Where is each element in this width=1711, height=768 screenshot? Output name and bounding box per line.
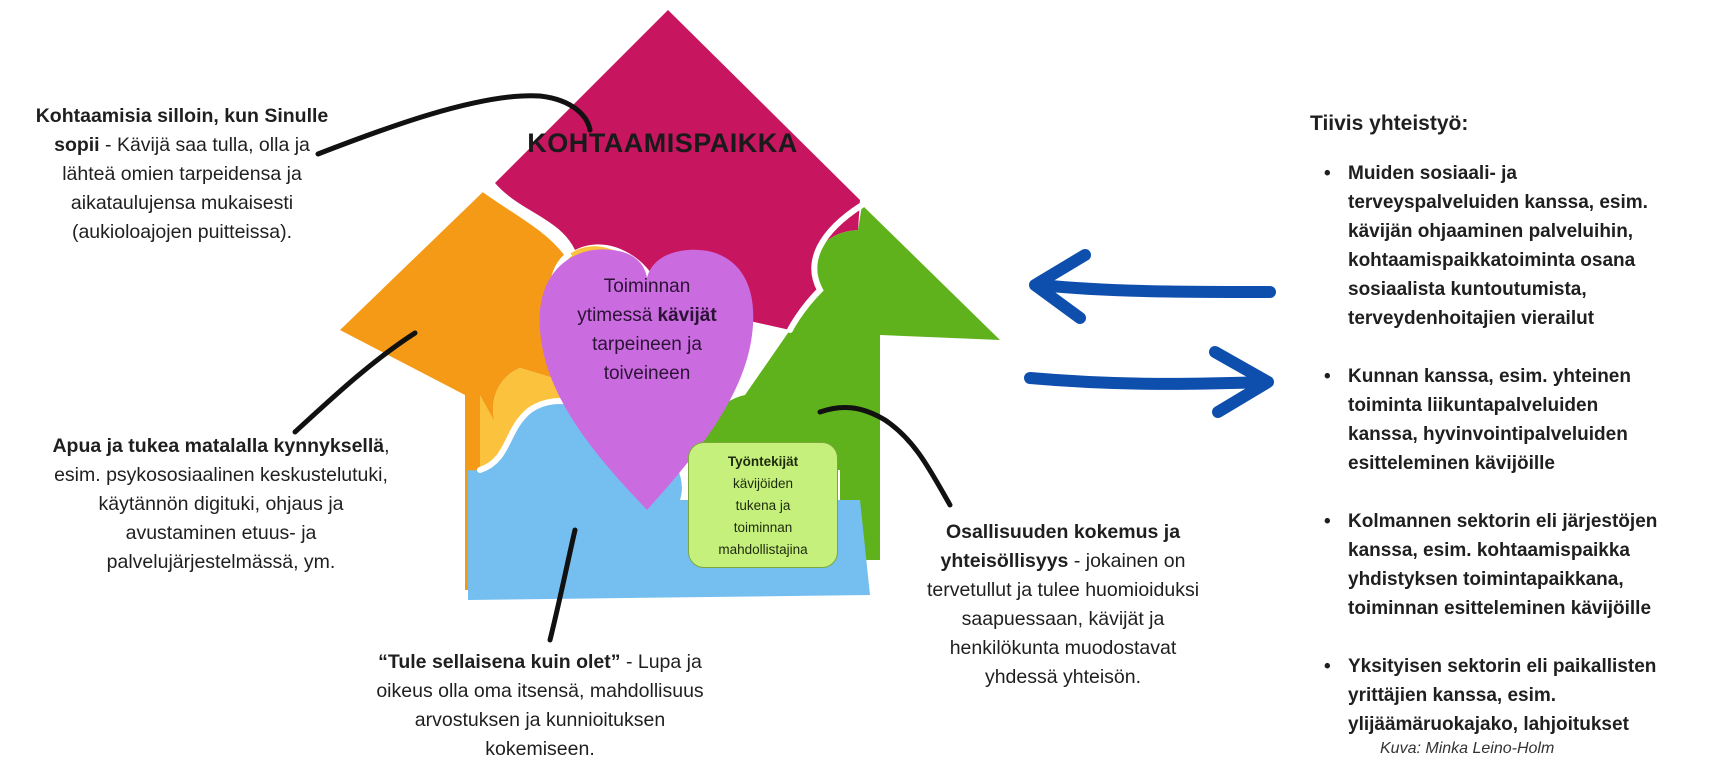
callout-right-line4: saapuessaan, kävijät ja (961, 608, 1165, 630)
workers-bold: Työntekijät (727, 454, 799, 469)
workers-box: Työntekijät kävijöiden tukena ja toiminn… (688, 442, 838, 568)
callout-bottom: “Tule sellaisena kuin olet” - Lupa ja oi… (340, 648, 740, 764)
callout-mid-left-line4: avustaminen etuus- ja (125, 522, 317, 544)
callout-top-left-line3: lähteä omien tarpeidensa ja (62, 163, 302, 185)
callout-mid-left-rest: , (384, 435, 390, 457)
callout-mid-left-line3: käytännön digituki, ohjaus ja (98, 493, 344, 515)
callout-mid-left-line2: esim. psykososiaalinen keskustelutuki, (54, 464, 388, 486)
workers-line4: mahdollistajina (718, 542, 808, 557)
connector-top-left (315, 93, 593, 157)
callout-bottom-line4: kokemiseen. (485, 738, 595, 760)
callout-bottom-line3: arvostuksen ja kunnioituksen (414, 709, 666, 731)
cooperation-list: • Muiden sosiaali- ja terveyspalveluiden… (1310, 159, 1705, 739)
callout-right-bold-a: Osallisuuden kokemus ja (945, 521, 1181, 543)
callout-bottom-rest: - Lupa ja (620, 651, 702, 673)
item-line: kävijän ohjaaminen palveluihin, (1348, 221, 1634, 242)
item-line: terveyspalveluiden kanssa, esim. (1348, 192, 1648, 213)
cooperation-item: • Kunnan kanssa, esim. yhteinen toiminta… (1310, 362, 1705, 478)
house-title: KOHTAAMISPAIKKA (527, 128, 798, 158)
callout-top-left-rest: - Kävijä saa tulla, olla ja (99, 134, 310, 156)
cooperation-section: Tiivis yhteistyö: • Muiden sosiaali- ja … (1310, 112, 1705, 768)
connector-right (817, 405, 953, 508)
connector-bottom (547, 527, 578, 643)
item-line: toiminnan esitteleminen kävijöille (1348, 598, 1652, 619)
cooperation-item: • Muiden sosiaali- ja terveyspalveluiden… (1310, 159, 1705, 333)
workers-line1: kävijöiden (732, 476, 794, 491)
callout-mid-left-bold: Apua ja tukea matalalla kynnyksellä (52, 435, 385, 457)
callout-right-bold-b: yhteisöllisyys (940, 550, 1069, 572)
callout-mid-left: Apua ja tukea matalalla kynnyksellä, esi… (20, 432, 422, 577)
cooperation-item: • Kolmannen sektorin eli järjestöjen kan… (1310, 507, 1705, 623)
item-line: ylijäämäruokajako, lahjoitukset (1348, 714, 1629, 735)
heart-line2-bold: kävijät (657, 305, 717, 326)
heart-text: Toiminnan ytimessä kävijät tarpeineen ja… (562, 272, 732, 388)
image-credit: Kuva: Minka Leino-Holm (1380, 740, 1555, 757)
item-line: yrittäjien kanssa, esim. (1348, 685, 1557, 706)
arrow-right (1024, 346, 1274, 418)
workers-line3: toiminnan (733, 520, 793, 535)
heart-line1: Toiminnan (603, 276, 691, 297)
bullet-icon: • (1324, 366, 1331, 387)
item-line: kohtaamispaikkatoiminta osana (1348, 250, 1636, 271)
item-line: sosiaalista kuntoutumista, (1348, 279, 1587, 300)
roof-piece (495, 10, 860, 330)
callout-right: Osallisuuden kokemus ja yhteisöllisyys -… (902, 518, 1224, 692)
callout-top-left-line4: aikataulujensa mukaisesti (70, 192, 294, 214)
callout-bottom-bold: “Tule sellaisena kuin olet” (378, 651, 621, 673)
cooperation-item: • Yksityisen sektorin eli paikallisten y… (1310, 652, 1705, 739)
item-line: yhdistyksen toimintapaikkana, (1348, 569, 1624, 590)
left-wall-piece (340, 190, 575, 590)
bullet-icon: • (1324, 656, 1331, 677)
right-wall-piece (698, 205, 1000, 560)
bullet-icon: • (1324, 511, 1331, 532)
callout-bottom-line2: oikeus olla oma itsensä, mahdollisuus (376, 680, 704, 702)
callout-right-line5: henkilökunta muodostavat (949, 637, 1177, 659)
arrow-left (1029, 249, 1276, 324)
item-line: kanssa, hyvinvointipalveluiden (1348, 424, 1628, 445)
heart-line4: toiveineen (603, 363, 691, 384)
workers-line2: tukena ja (735, 498, 791, 513)
heart-line3: tarpeineen ja (592, 334, 702, 355)
item-line: Kunnan kanssa, esim. yhteinen (1348, 366, 1631, 387)
callout-right-line6: yhdessä yhteisön. (984, 666, 1142, 688)
item-line: terveydenhoitajien vierailut (1348, 308, 1595, 329)
item-line: Yksityisen sektorin eli paikallisten (1348, 656, 1657, 677)
callout-top-left-bold-b: sopii (54, 134, 100, 156)
cooperation-title: Tiivis yhteistyö: (1310, 112, 1469, 135)
item-line: Muiden sosiaali- ja (1348, 163, 1517, 184)
bullet-icon: • (1324, 163, 1331, 184)
callout-right-rest: - jokainen on (1068, 550, 1186, 572)
callout-top-left-bold-a: Kohtaamisia silloin, kun Sinulle (35, 105, 329, 127)
item-line: kanssa, esim. kohtaamispaikka (1348, 540, 1630, 561)
connector-mid-left (292, 330, 418, 435)
callout-mid-left-line5: palvelujärjestelmässä, ym. (106, 551, 336, 573)
heart-line2: ytimessä (577, 305, 658, 326)
item-line: esitteleminen kävijöille (1348, 453, 1555, 474)
callout-right-line3: tervetullut ja tulee huomioiduksi (926, 579, 1200, 601)
callout-top-left-line5: (aukioloajojen puitteissa). (71, 221, 293, 243)
item-line: toiminta liikuntapalveluiden (1348, 395, 1599, 416)
item-line: Kolmannen sektorin eli järjestöjen (1348, 511, 1658, 532)
callout-top-left: Kohtaamisia silloin, kun Sinulle sopii -… (8, 102, 356, 247)
